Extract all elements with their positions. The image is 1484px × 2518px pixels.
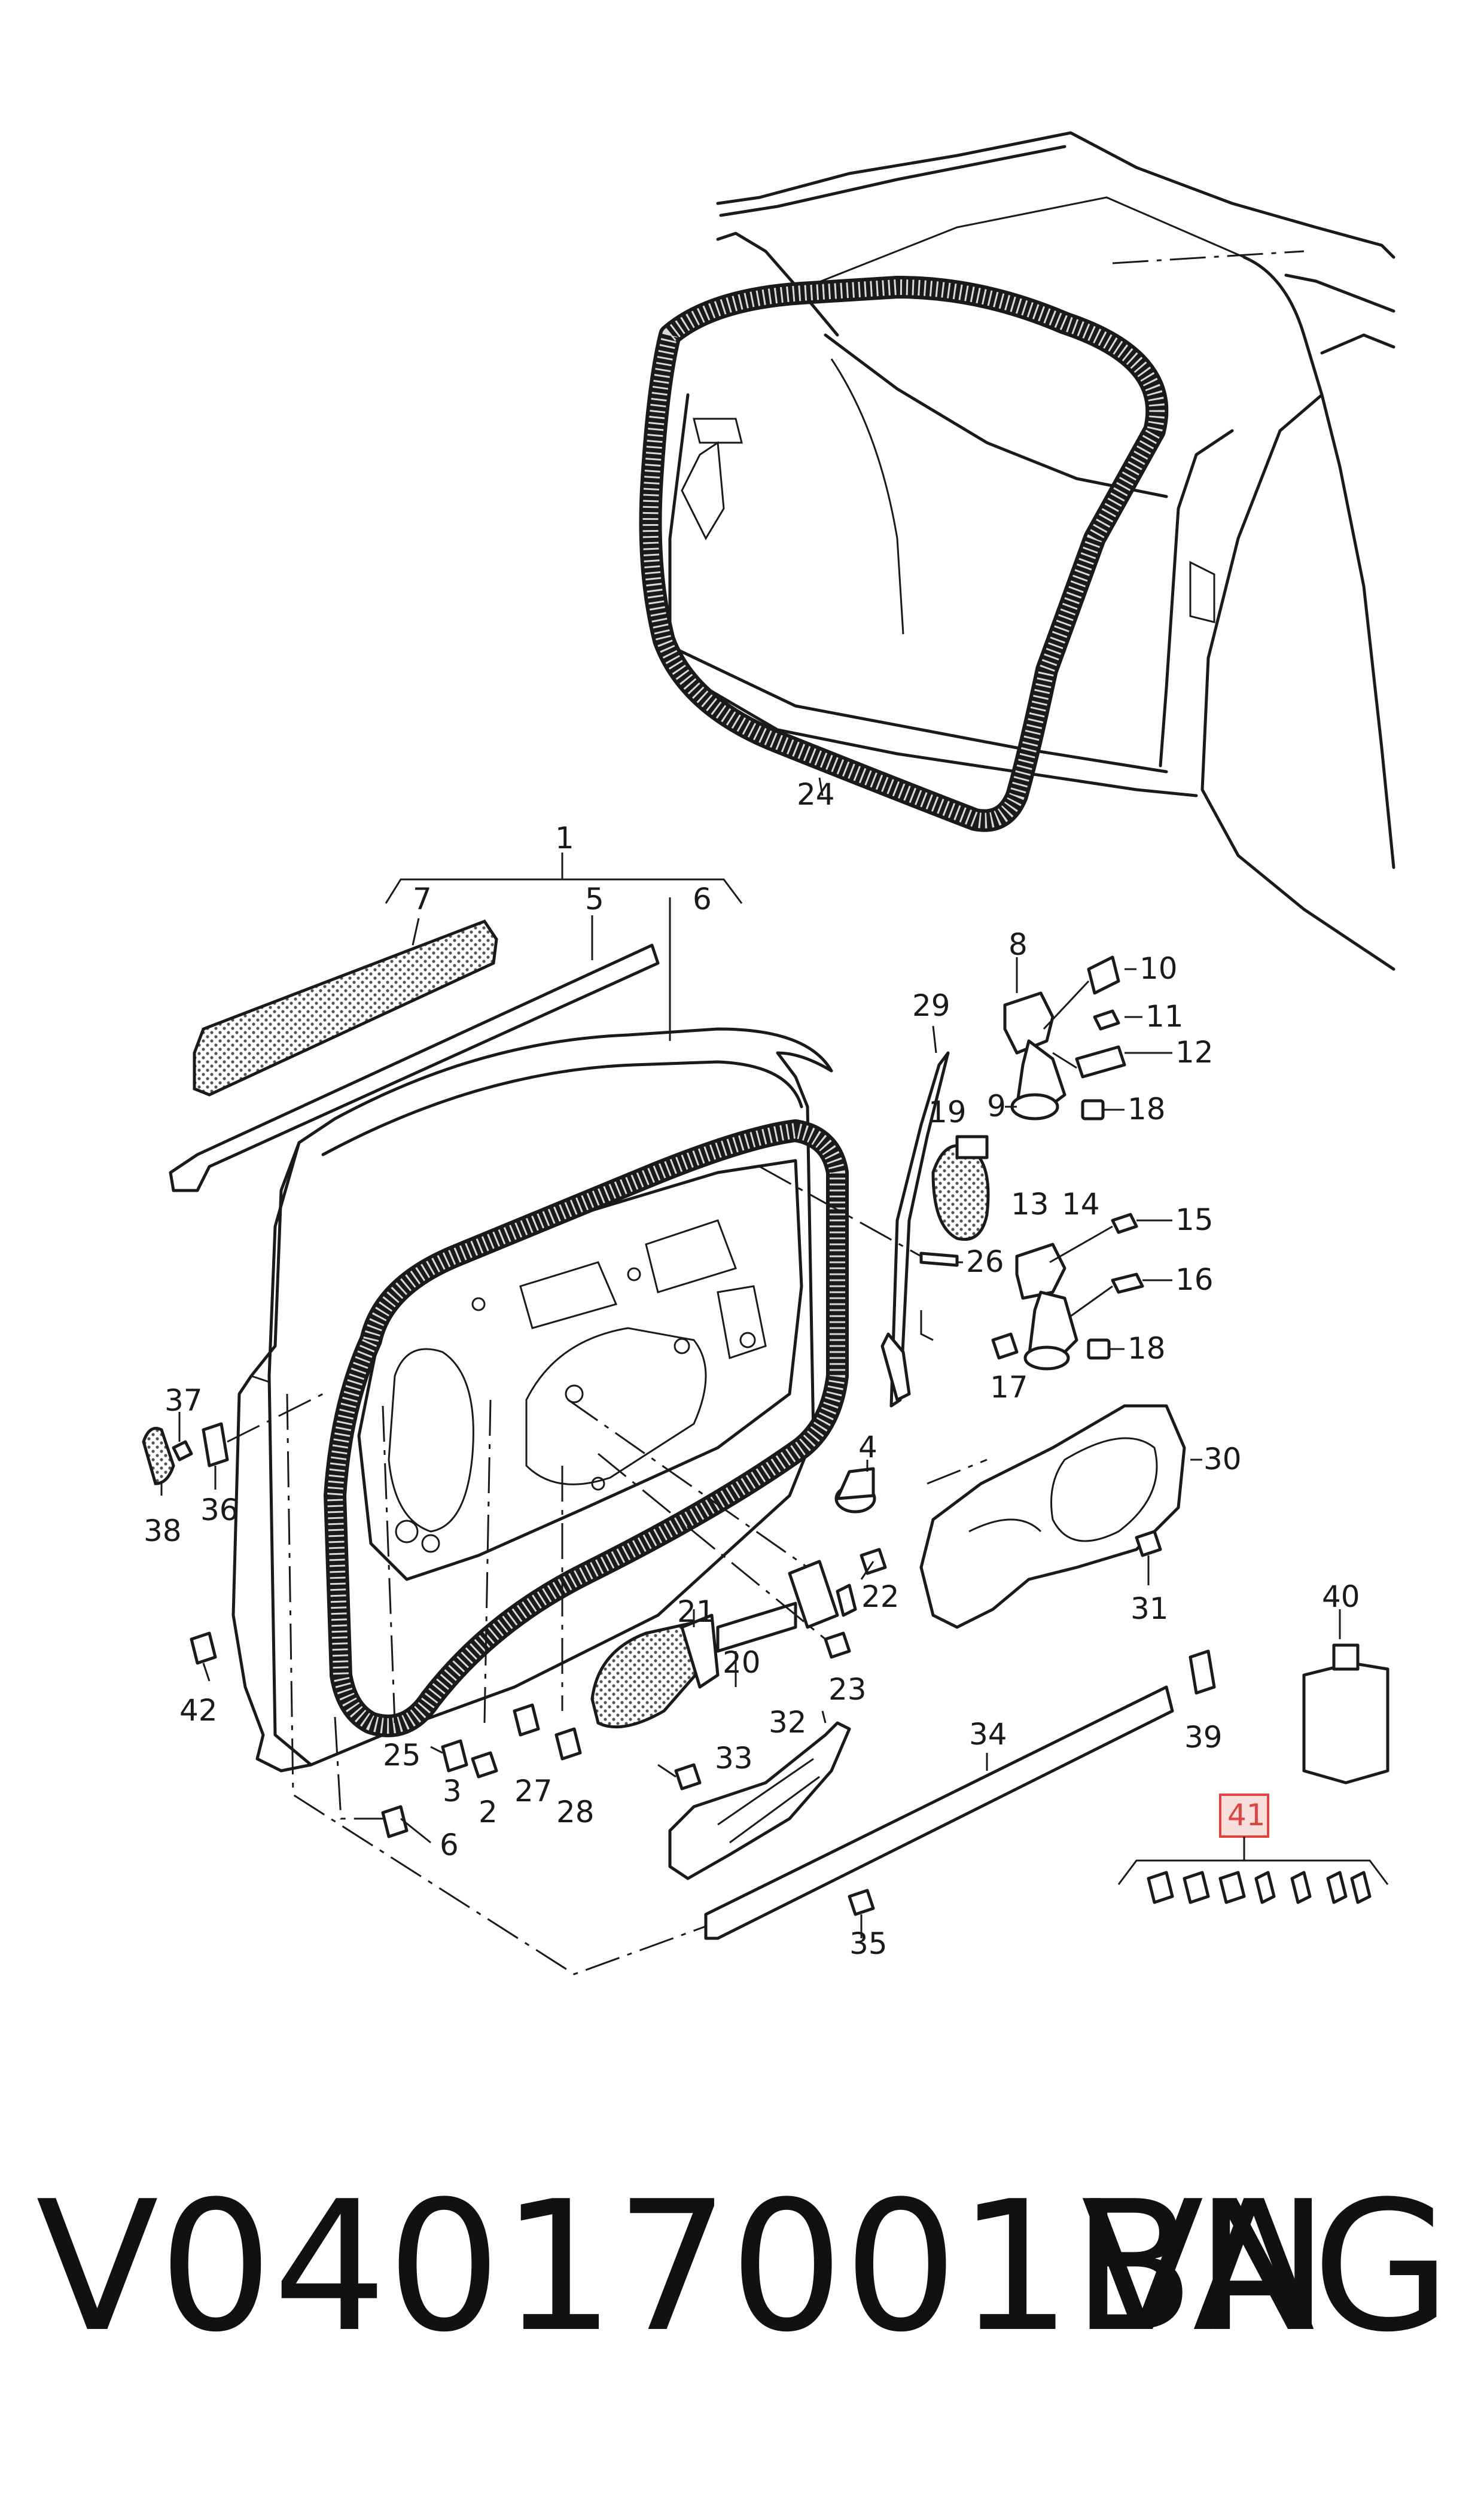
callout-33: 33 (715, 1741, 753, 1776)
callout-27: 27 (514, 1774, 553, 1808)
strip-34 (704, 1685, 1174, 1940)
callout-18-bottom: 18 (1128, 1331, 1166, 1366)
callout-11: 11 (1145, 999, 1184, 1034)
bracket-32 (668, 1721, 851, 1880)
part-19-bumper (931, 1135, 990, 1241)
trim-strip-7 (193, 918, 498, 1097)
callout-labels: 1 7 5 6 24 29 8 10 11 12 19 9 18 13 14 1… (144, 777, 1360, 1961)
callout-17: 17 (990, 1370, 1028, 1405)
door-seal-25 (324, 1119, 849, 1737)
callout-20: 20 (723, 1645, 761, 1680)
brand-name: VAG (1081, 2163, 1451, 2371)
callout-15: 15 (1175, 1202, 1214, 1237)
callout-30: 30 (1203, 1442, 1242, 1476)
callout-31: 31 (1130, 1591, 1169, 1626)
callout-24: 24 (797, 777, 835, 812)
callout-2: 2 (479, 1795, 498, 1829)
callout-29: 29 (912, 988, 950, 1023)
callout-34: 34 (969, 1717, 1007, 1752)
callout-41: 41 (1227, 1798, 1266, 1832)
part-number: V04017001BN (36, 2163, 1330, 2371)
strip-29 (880, 1025, 950, 1408)
reinforcement-strip-5 (169, 915, 660, 1192)
door-seal-24 (639, 276, 1169, 832)
callout-1: 1 (555, 821, 574, 855)
group-bracket-1 (385, 852, 743, 904)
callout-25: 25 (383, 1738, 421, 1773)
car-body-outline (668, 131, 1395, 971)
callout-18-top: 18 (1128, 1092, 1166, 1126)
callout-21: 21 (677, 1594, 715, 1629)
callout-37: 37 (164, 1383, 203, 1418)
callout-14: 14 (1062, 1187, 1100, 1222)
callout-3: 3 (443, 1774, 462, 1808)
callout-26: 26 (966, 1244, 1004, 1279)
lower-hinge-assembly (920, 1213, 1172, 1371)
lock-parts (568, 1399, 887, 1659)
door-frame (231, 897, 833, 1773)
handle-21 (590, 1613, 720, 1729)
callout-5: 5 (585, 882, 604, 917)
callout-9: 9 (987, 1089, 1006, 1123)
callout-35: 35 (849, 1926, 888, 1961)
callout-13: 13 (1011, 1187, 1049, 1222)
callout-6-top: 6 (693, 882, 712, 917)
part-26-pin (759, 1165, 963, 1267)
callout-6-bottom: 6 (440, 1828, 459, 1862)
bottle-40 (1302, 1609, 1389, 1785)
upper-hinge-assembly (1003, 955, 1172, 1121)
callout-40: 40 (1322, 1579, 1360, 1614)
callout-12: 12 (1175, 1035, 1214, 1070)
callout-32: 32 (769, 1705, 807, 1740)
callout-7: 7 (413, 882, 432, 917)
bottom-bolts (286, 1393, 706, 1975)
callout-39: 39 (1184, 1720, 1223, 1755)
callout-22: 22 (861, 1579, 900, 1614)
leader-lines (160, 777, 988, 1844)
callout-28: 28 (556, 1795, 595, 1829)
callout-23: 23 (828, 1672, 867, 1707)
kit-41 (1117, 1794, 1389, 1904)
callout-8: 8 (1008, 927, 1028, 962)
left-side-parts (142, 1393, 324, 1665)
callout-4: 4 (858, 1430, 877, 1464)
callout-10: 10 (1139, 951, 1178, 986)
callout-42: 42 (179, 1693, 218, 1728)
callout-38: 38 (144, 1514, 182, 1548)
callout-16: 16 (1175, 1262, 1214, 1297)
callout-36: 36 (200, 1493, 239, 1527)
bolt-33 (674, 1763, 702, 1791)
cap-39 (1189, 1649, 1216, 1695)
part-30-cover (919, 1404, 1202, 1629)
callout-19: 19 (928, 1095, 967, 1129)
